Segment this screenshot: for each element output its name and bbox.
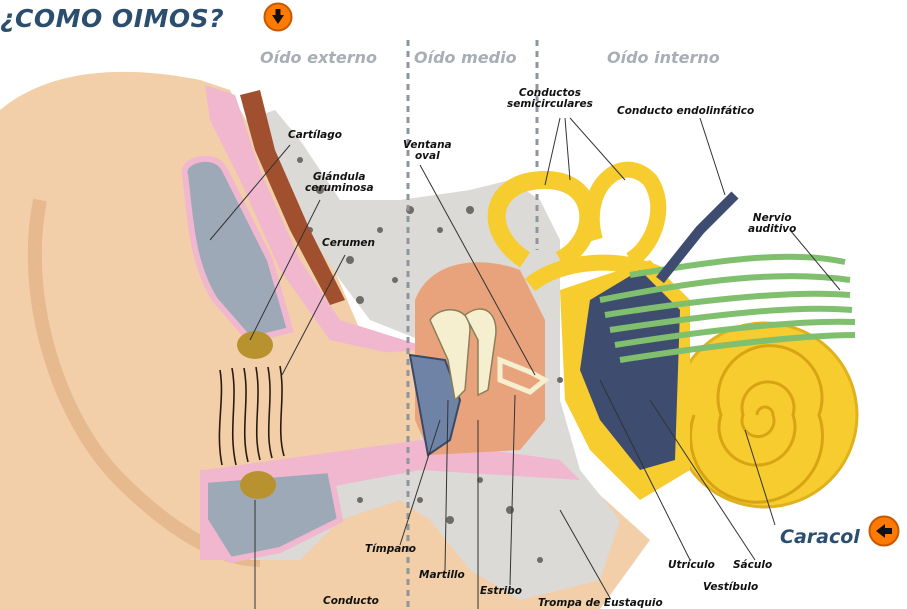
label-conducto: Conducto (323, 595, 379, 607)
label-ventana-line1: Ventana (403, 139, 452, 151)
muscle-strip (240, 90, 345, 305)
endolymphatic-duct (656, 191, 739, 284)
label-conductos-semicirculares: Conductos semicirculares (507, 88, 593, 110)
ear-canal (205, 350, 420, 470)
label-ventana-line2: oval (414, 150, 440, 162)
cochlea-spiral (689, 344, 824, 504)
label-martillo: Martillo (419, 569, 465, 581)
label-saculo: Sáculo (733, 559, 773, 571)
cerumen-gland-upper (237, 331, 273, 359)
stapes-bone (497, 356, 550, 395)
caracol-link[interactable]: Caracol (780, 526, 860, 548)
section-inner-ear: Oído interno (607, 48, 720, 67)
label-conductos-line2: semicirculares (507, 98, 593, 110)
label-nervio-auditivo: Nervio auditivo (748, 213, 796, 235)
page-title: ¿COMO OIMOS? (0, 4, 225, 33)
label-glandula-line2: ceruminosa (305, 182, 374, 194)
caracol-left-button[interactable] (868, 515, 900, 547)
title-down-button[interactable] (263, 2, 293, 32)
label-cerumen: Cerumen (322, 237, 376, 249)
label-ventana-oval: Ventana oval (403, 140, 452, 162)
section-external-ear: Oído externo (260, 48, 378, 67)
skin-lining-upper (205, 85, 420, 360)
label-conducto-endolinfatico: Conducto endolinfático (617, 105, 755, 117)
label-trompa-eustaquio: Trompa de Eustaquio (538, 597, 663, 609)
label-glandula-line1: Glándula (313, 171, 366, 183)
outer-ear-skin (0, 71, 650, 609)
canal-hairs (218, 365, 285, 466)
leader-lines (209, 117, 841, 609)
label-nervio-line2: auditivo (748, 223, 797, 235)
label-estribo: Estribo (480, 585, 522, 597)
vestibule-dark (580, 270, 680, 470)
arrow-left-icon (868, 515, 900, 547)
label-glandula: Glándula ceruminosa (305, 172, 374, 194)
cerumen-gland-lower (240, 471, 276, 499)
incus-bone (464, 308, 497, 397)
label-conductos-line1: Conductos (518, 87, 581, 99)
label-vestibulo: Vestíbulo (703, 581, 759, 593)
label-timpano: Tímpano (365, 543, 416, 555)
label-cartilago: Cartílago (288, 129, 343, 141)
cartilage-upper (181, 155, 294, 344)
malleus-bone (429, 309, 471, 402)
semicircular-canal-2 (583, 161, 667, 268)
cartilage-lower (202, 466, 344, 564)
label-nervio-line1: Nervio (752, 212, 792, 224)
arrow-down-icon (263, 2, 293, 32)
section-middle-ear: Oído medio (414, 48, 517, 67)
label-utriculo: Utrículo (668, 559, 715, 571)
